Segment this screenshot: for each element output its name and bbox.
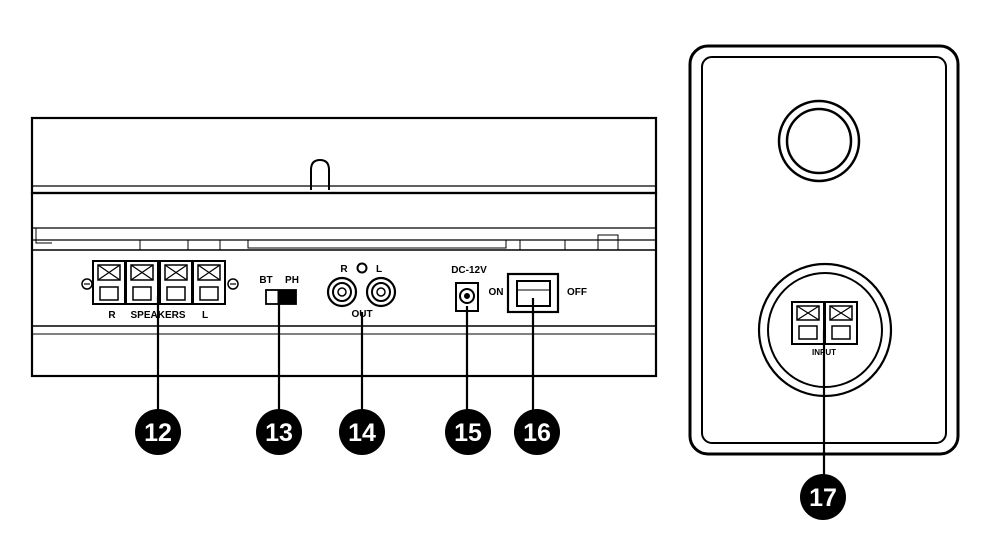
- callout-leaders: [156, 296, 826, 476]
- bass-port: [777, 99, 861, 183]
- led-indicator: [356, 262, 368, 274]
- callout-15: 15: [445, 409, 491, 455]
- callout-12: 12: [135, 409, 181, 455]
- callout-16: 16: [514, 409, 560, 455]
- input-terminals: [791, 301, 858, 345]
- callout-17: 17: [800, 474, 846, 520]
- speaker-clip: [92, 260, 126, 305]
- switch-bt-label: BT: [259, 275, 272, 286]
- svg-text:13: 13: [265, 419, 293, 447]
- svg-text:16: 16: [523, 419, 551, 447]
- out-left-label: L: [376, 264, 382, 275]
- svg-text:15: 15: [454, 419, 482, 447]
- callout-14: 14: [339, 409, 385, 455]
- svg-text:14: 14: [348, 419, 376, 447]
- bt-ph-switch: [265, 289, 297, 305]
- speaker-clip: [125, 260, 159, 305]
- speaker-left-label: L: [202, 310, 208, 321]
- speaker-clip: [192, 260, 226, 305]
- speaker-clip: [159, 260, 193, 305]
- callout-13: 13: [256, 409, 302, 455]
- speaker-right-label: R: [108, 310, 116, 321]
- power-switch: [506, 272, 560, 314]
- dc-label: DC-12V: [451, 265, 487, 276]
- out-right-label: R: [340, 264, 348, 275]
- svg-text:17: 17: [809, 484, 837, 512]
- switch-ph-label: PH: [285, 275, 299, 286]
- svg-text:12: 12: [144, 419, 172, 447]
- speaker-terminals: [81, 260, 239, 305]
- power-on-label: ON: [489, 287, 504, 298]
- turntable-body: [30, 116, 658, 378]
- power-off-label: OFF: [567, 287, 587, 298]
- rca-out-jacks: [326, 262, 397, 308]
